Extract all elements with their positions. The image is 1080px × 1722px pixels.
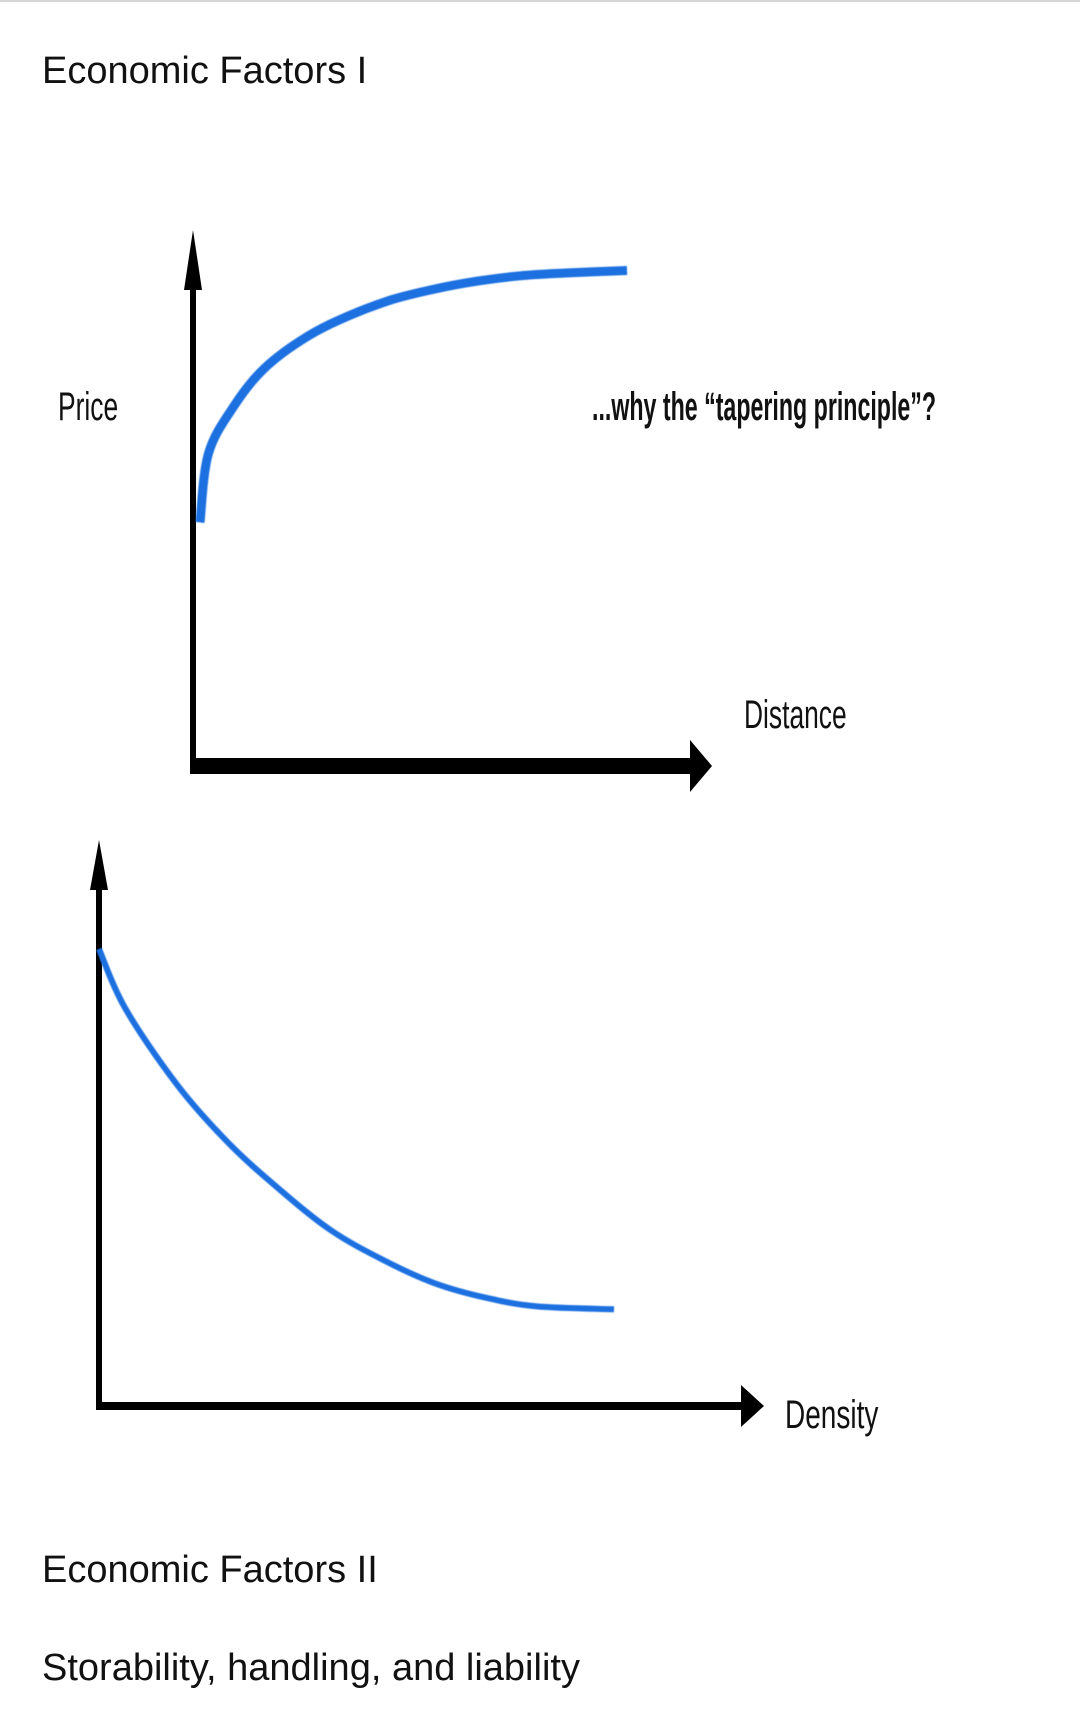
- section-title: Economic Factors I: [42, 50, 368, 92]
- tapering-principle-annotation: ...why the “tapering principle”?: [592, 383, 936, 428]
- price-distance-chart: Price Distance ...why the “tapering prin…: [58, 230, 936, 792]
- vertical-axis-arrowhead: [90, 840, 108, 890]
- density-axis-arrowhead: [741, 1385, 764, 1427]
- price-axis-arrowhead: [184, 230, 202, 290]
- next-section-title: Economic Factors II: [42, 1549, 378, 1591]
- density-curve: [96, 947, 615, 1313]
- distance-axis-arrowhead: [690, 740, 712, 792]
- density-chart: Density: [90, 840, 879, 1437]
- density-axis-label: Density: [785, 1393, 879, 1437]
- top-divider: [0, 0, 1080, 2]
- distance-axis-label: Distance: [744, 693, 847, 738]
- price-distance-curve: [195, 266, 628, 523]
- price-axis-label: Price: [58, 385, 118, 430]
- next-section-subtitle: Storability, handling, and liability: [42, 1647, 580, 1689]
